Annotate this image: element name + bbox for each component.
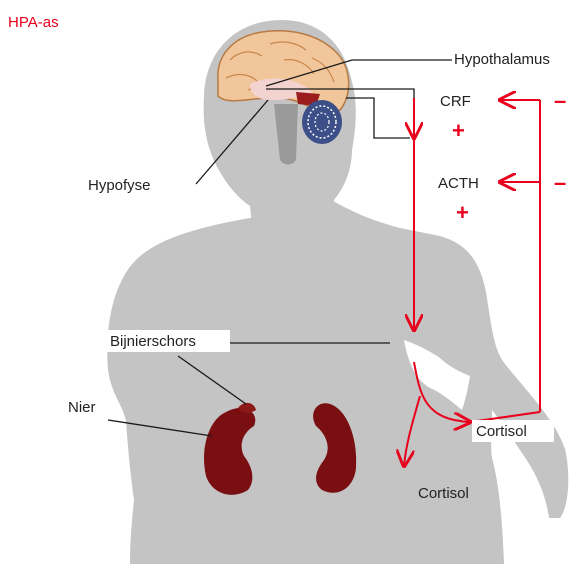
- diagram-title: HPA-as: [8, 14, 59, 31]
- label-nier: Nier: [68, 399, 96, 416]
- label-acth: ACTH: [438, 175, 479, 192]
- label-cortisol-1: Cortisol: [476, 423, 527, 440]
- torso-silhouette: [107, 198, 568, 564]
- acth-plus-sign: +: [456, 200, 469, 225]
- acth-minus-sign: –: [554, 170, 566, 195]
- crf-minus-sign: –: [554, 88, 566, 113]
- label-hypothalamus: Hypothalamus: [454, 51, 550, 68]
- label-bijnierschors: Bijnierschors: [110, 333, 196, 350]
- label-hypofyse: Hypofyse: [88, 177, 151, 194]
- cerebellum: [302, 100, 342, 144]
- label-crf: CRF: [440, 93, 471, 110]
- crf-plus-sign: +: [452, 118, 465, 143]
- label-cortisol-2: Cortisol: [418, 485, 469, 502]
